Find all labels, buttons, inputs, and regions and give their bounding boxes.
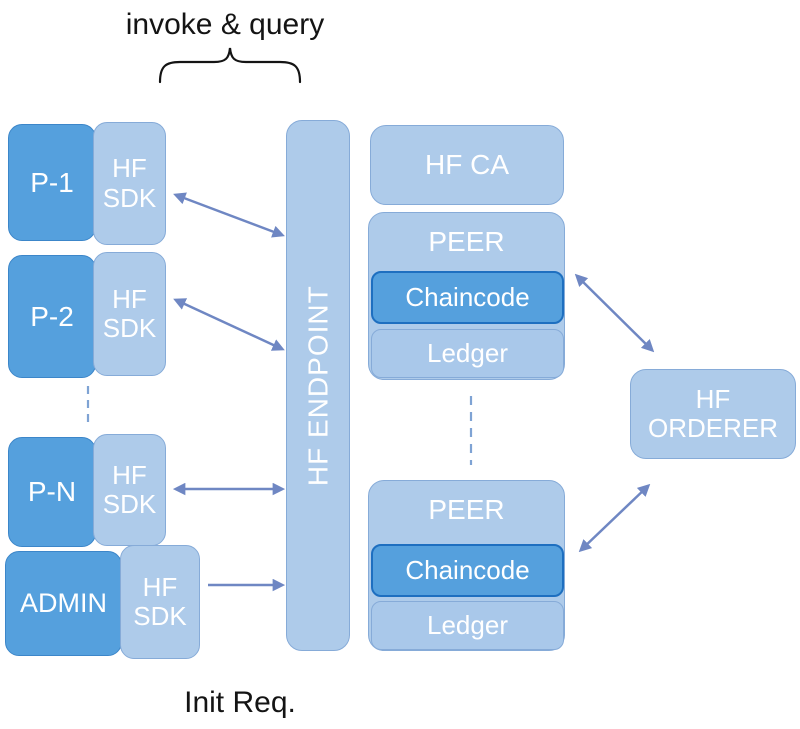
hf-ca-box: HF CA [370, 125, 564, 205]
hf-endpoint-label: HF ENDPOINT [302, 285, 334, 486]
peer2-title: PEER [428, 494, 505, 525]
peer1-chaincode-box: Chaincode [371, 271, 564, 324]
arrow-p2-endpoint [173, 298, 285, 351]
client-p2-box: P-2 [8, 255, 96, 378]
peer1-ledger-box: Ledger [371, 329, 564, 378]
arrow-peer1-orderer [574, 273, 655, 353]
client-admin-sdk-box: HF SDK [120, 545, 200, 659]
arrow-orderer-peer2 [578, 483, 651, 553]
client-p1-sdk-box: HF SDK [93, 122, 166, 245]
client-pn-sdk-box: HF SDK [93, 434, 166, 546]
peer2-ledger-box: Ledger [371, 601, 564, 650]
brace-icon [158, 47, 302, 84]
invoke-query-label: invoke & query [125, 8, 325, 41]
client-admin-box: ADMIN [5, 551, 122, 656]
client-p2-sdk-box: HF SDK [93, 252, 166, 376]
client-pn-box: P-N [8, 437, 96, 547]
hf-orderer-box: HF ORDERER [630, 369, 796, 459]
arrow-p1-endpoint [173, 192, 285, 238]
peer1-title: PEER [428, 226, 505, 257]
init-req-label: Init Req. [184, 686, 296, 719]
client-p1-box: P-1 [8, 124, 96, 241]
peer2-chaincode-box: Chaincode [371, 544, 564, 597]
hf-endpoint-box: HF ENDPOINT [286, 120, 350, 651]
